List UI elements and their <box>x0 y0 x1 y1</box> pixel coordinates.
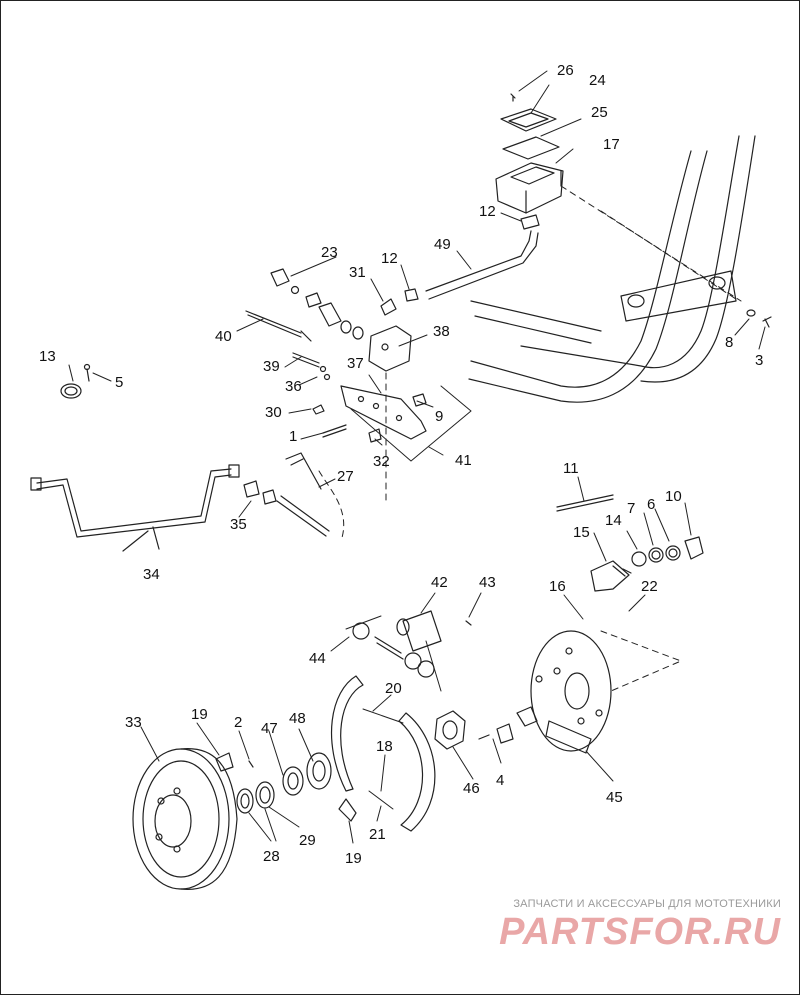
wheel-cylinder <box>345 610 472 692</box>
callout-19-lower: 19 <box>345 850 362 867</box>
callout-28: 28 <box>263 848 280 865</box>
leader-lines <box>68 70 766 844</box>
callout-4: 4 <box>496 772 505 789</box>
clamp-13 <box>60 363 91 399</box>
guide-lines <box>318 185 742 692</box>
callout-40: 40 <box>215 328 232 345</box>
callout-21: 21 <box>369 826 386 843</box>
callout-10: 10 <box>665 488 682 505</box>
lever-assembly <box>556 494 704 592</box>
fasteners-8-3 <box>746 309 772 328</box>
callout-46: 46 <box>463 780 480 797</box>
callout-36: 36 <box>285 378 302 395</box>
callout-17: 17 <box>603 136 620 153</box>
callout-44: 44 <box>309 650 326 667</box>
master-cylinder-parts <box>245 268 472 462</box>
callout-32: 32 <box>373 453 390 470</box>
callout-2: 2 <box>234 714 243 731</box>
nut-46 <box>434 710 490 750</box>
callout-14: 14 <box>605 512 622 529</box>
callout-34: 34 <box>143 566 160 583</box>
callout-22: 22 <box>641 578 658 595</box>
brake-drum-33 <box>132 748 238 890</box>
callout-7: 7 <box>627 500 636 517</box>
callout-27: 27 <box>337 468 354 485</box>
callout-39: 39 <box>263 358 280 375</box>
callout-12-lower: 12 <box>381 250 398 267</box>
callout-18: 18 <box>376 738 393 755</box>
callout-5: 5 <box>115 374 124 391</box>
callout-48: 48 <box>289 710 306 727</box>
bearings <box>215 752 332 814</box>
callout-20: 20 <box>385 680 402 697</box>
callout-42: 42 <box>431 574 448 591</box>
reservoir-assembly <box>495 93 564 230</box>
callout-41: 41 <box>455 452 472 469</box>
callout-49: 49 <box>434 236 451 253</box>
callout-8: 8 <box>725 334 734 351</box>
callout-37: 37 <box>347 355 364 372</box>
callout-29: 29 <box>299 832 316 849</box>
backing-plate-45 <box>496 630 612 754</box>
callout-25: 25 <box>591 104 608 121</box>
brake-line-49 <box>425 230 539 300</box>
callout-6: 6 <box>647 496 656 513</box>
callout-33: 33 <box>125 714 142 731</box>
frame-tubes <box>468 135 756 403</box>
callout-30: 30 <box>265 404 282 421</box>
callout-47: 47 <box>261 720 278 737</box>
callout-11: 11 <box>563 460 579 477</box>
brake-line-34 <box>30 452 330 552</box>
callout-12-upper: 12 <box>479 203 496 220</box>
callout-23: 23 <box>321 244 338 261</box>
callout-1: 1 <box>289 428 298 445</box>
callout-31: 31 <box>349 264 366 281</box>
callout-45: 45 <box>606 789 623 806</box>
watermark-logo: PARTSFOR.RU <box>499 911 781 953</box>
callout-38: 38 <box>433 323 450 340</box>
brake-shoes <box>330 675 436 832</box>
callout-16: 16 <box>549 578 566 595</box>
watermark: ЗАПЧАСТИ И АКСЕССУАРЫ ДЛЯ МОТОТЕХНИКИ PA… <box>481 898 781 952</box>
callout-24: 24 <box>589 72 606 89</box>
watermark-tagline: ЗАПЧАСТИ И АКСЕССУАРЫ ДЛЯ МОТОТЕХНИКИ <box>513 898 781 910</box>
callout-3: 3 <box>755 352 764 369</box>
callout-43: 43 <box>479 574 496 591</box>
callout-15: 15 <box>573 524 590 541</box>
callout-26: 26 <box>557 62 574 79</box>
callout-9: 9 <box>435 408 444 425</box>
callout-19-upper: 19 <box>191 706 208 723</box>
callout-13: 13 <box>39 348 56 365</box>
callout-35: 35 <box>230 516 247 533</box>
